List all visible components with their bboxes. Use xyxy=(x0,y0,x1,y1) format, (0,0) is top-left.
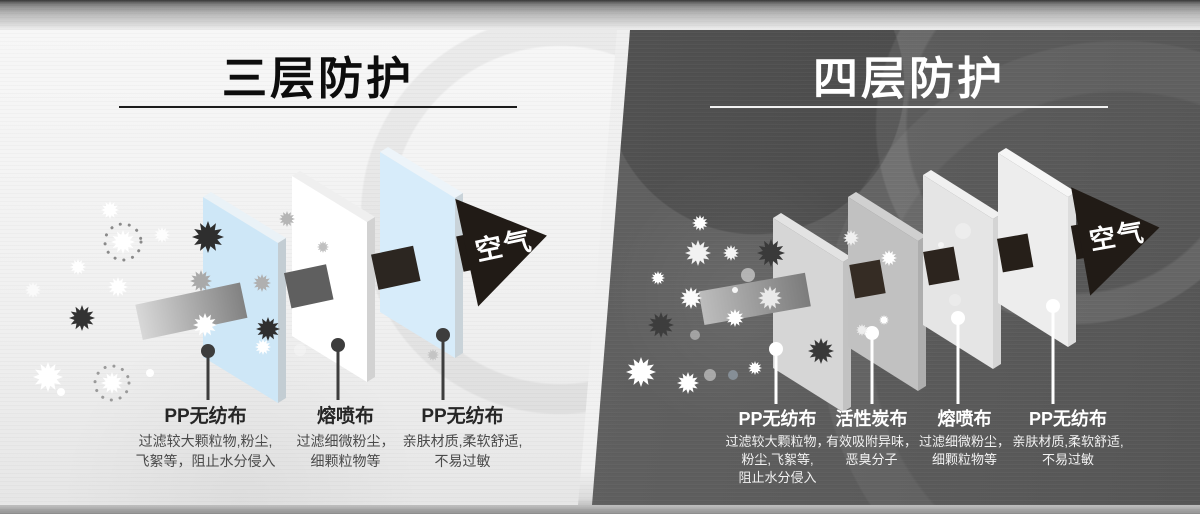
layer-label: PP无纺布 亲肤材质,柔软舒适, 不易过敏 xyxy=(990,407,1146,469)
layer-name: PP无纺布 xyxy=(738,409,817,429)
layer-label: PP无纺布 过滤较大颗粒物,粉尘, 飞絮等，阻止水分侵入 xyxy=(118,405,293,471)
left-title: 三层防护 xyxy=(221,53,414,104)
layer-name: 熔喷布 xyxy=(937,409,992,429)
layer-desc: 过滤细微粉尘， 细颗粒物等 xyxy=(918,434,1010,467)
layer-label: PP无纺布 过滤较大颗粒物， 粉尘,飞絮等, 阻止水分侵入 xyxy=(700,407,855,487)
layer-name: PP无纺布 xyxy=(421,406,504,427)
layer-name: 活性炭布 xyxy=(835,409,908,429)
right-title-underline xyxy=(710,106,1108,108)
right-title: 四层防护 xyxy=(812,53,1005,104)
layer-label: PP无纺布 亲肤材质,柔软舒适, 不易过敏 xyxy=(375,405,550,471)
layer-desc: 有效吸附异味， 恶臭分子 xyxy=(825,434,917,467)
layer-desc: 过滤较大颗粒物， 粉尘,飞絮等, 阻止水分侵入 xyxy=(725,434,830,485)
layer-desc: 过滤较大颗粒物,粉尘, 飞絮等，阻止水分侵入 xyxy=(135,433,276,469)
left-title-underline xyxy=(119,106,517,108)
layer-label: 熔喷布 过滤细微粉尘， 细颗粒物等 xyxy=(897,407,1032,469)
layer-desc: 亲肤材质,柔软舒适, 不易过敏 xyxy=(402,433,523,469)
layer-label: 熔喷布 过滤细微粉尘， 细颗粒物等 xyxy=(268,405,423,471)
layer-name: PP无纺布 xyxy=(164,406,247,427)
layer-name: PP无纺布 xyxy=(1028,409,1107,429)
layer-label: 活性炭布 有效吸附异味， 恶臭分子 xyxy=(799,407,944,469)
layer-desc: 亲肤材质,柔软舒适, 不易过敏 xyxy=(1012,434,1124,467)
layer-name: 熔喷布 xyxy=(316,406,374,427)
layer-desc: 过滤细微粉尘， 细颗粒物等 xyxy=(296,433,395,469)
